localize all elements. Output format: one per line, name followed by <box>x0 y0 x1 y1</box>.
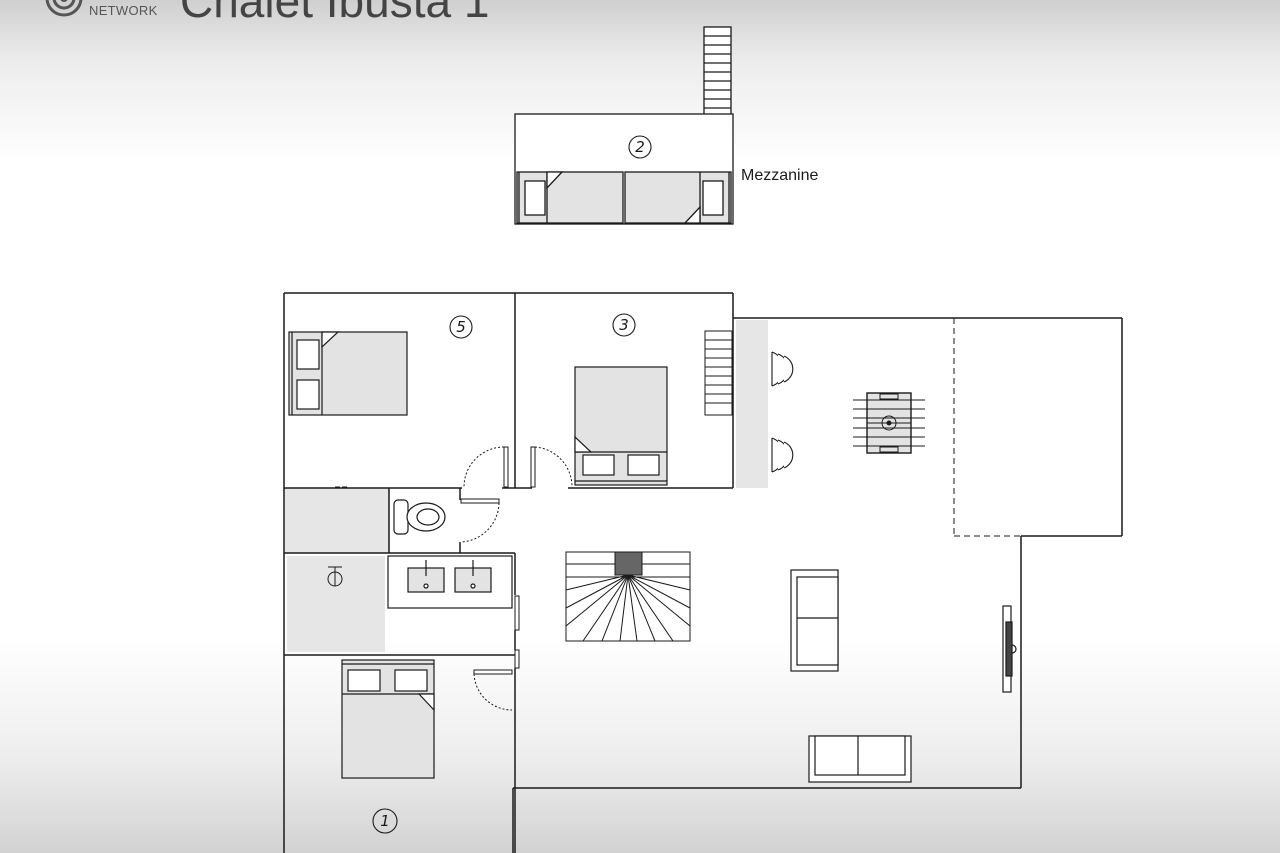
room-2-marker: 2 <box>628 135 652 159</box>
room-1-label: 1 <box>380 812 390 830</box>
room-3-ladder <box>704 330 733 416</box>
kitchen-counter <box>736 320 768 488</box>
closet-floor <box>285 488 389 553</box>
room-5-label: 5 <box>456 318 466 336</box>
toilet <box>393 499 446 535</box>
shower <box>327 566 343 587</box>
bed-room-3 <box>574 366 668 486</box>
room-5-marker: 5 <box>449 315 473 339</box>
mezzanine-ladder <box>703 26 732 116</box>
shower-floor <box>287 556 385 652</box>
mezzanine-label: Mezzanine <box>741 167 818 184</box>
spiral-staircase <box>565 551 691 642</box>
room-2-label: 2 <box>635 138 645 156</box>
bed-room-1 <box>341 659 435 779</box>
foosball-table <box>853 392 925 454</box>
room-3-marker: 3 <box>612 313 636 337</box>
mezzanine-bed-right <box>624 171 732 224</box>
bar-stool-top <box>771 351 794 387</box>
sofa-horizontal <box>808 735 912 783</box>
logo-text: NETWORK <box>89 3 158 18</box>
bed-room-5 <box>288 331 408 416</box>
bar-stool-bottom <box>771 437 794 473</box>
double-sink <box>387 555 513 609</box>
room-1-marker: 1 <box>372 808 398 834</box>
doors <box>460 446 573 711</box>
sofa-vertical <box>790 569 839 672</box>
walls <box>283 292 1123 853</box>
logo-icon <box>45 0 83 17</box>
room-3-label: 3 <box>619 316 629 334</box>
mezzanine-bed-left <box>516 171 624 224</box>
header: NETWORK Chalet Ibusta 1 <box>0 0 1280 30</box>
mezzanine <box>514 26 734 225</box>
page-title: Chalet Ibusta 1 <box>180 0 490 27</box>
television <box>1002 605 1017 693</box>
